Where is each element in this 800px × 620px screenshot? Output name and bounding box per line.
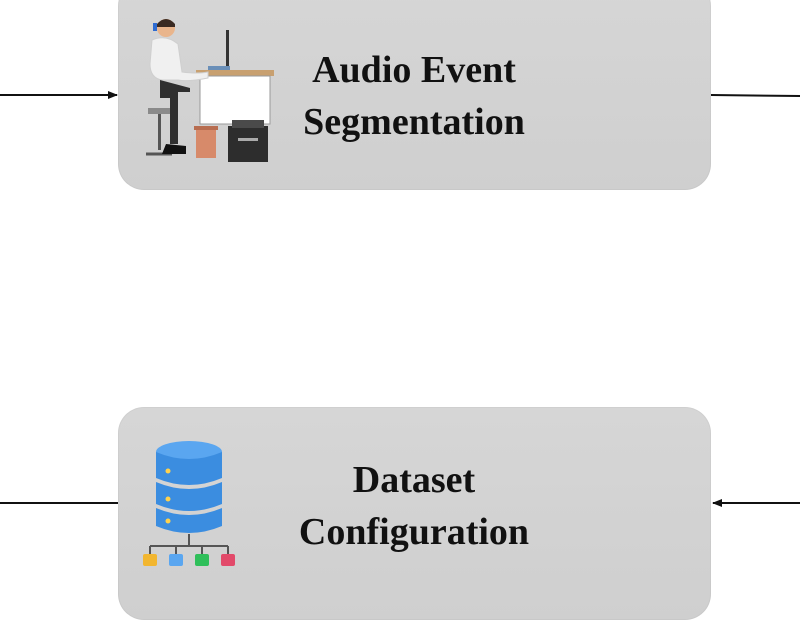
connector-arrows bbox=[0, 91, 800, 507]
node-label-dataset-configuration: Dataset Configuration bbox=[258, 454, 570, 558]
node-label-audio-event-segmentation: Audio Event Segmentation bbox=[258, 44, 570, 148]
node-label-line: Dataset bbox=[352, 459, 476, 501]
arrow-out-of-audio-event-segmentation bbox=[710, 94, 800, 97]
database-network-icon bbox=[143, 441, 235, 566]
node-label-line: Configuration bbox=[298, 511, 530, 553]
node-label-line: Segmentation bbox=[303, 101, 525, 143]
node-label-line: Audio Event bbox=[312, 49, 516, 91]
person-at-workstation-icon bbox=[146, 19, 274, 162]
